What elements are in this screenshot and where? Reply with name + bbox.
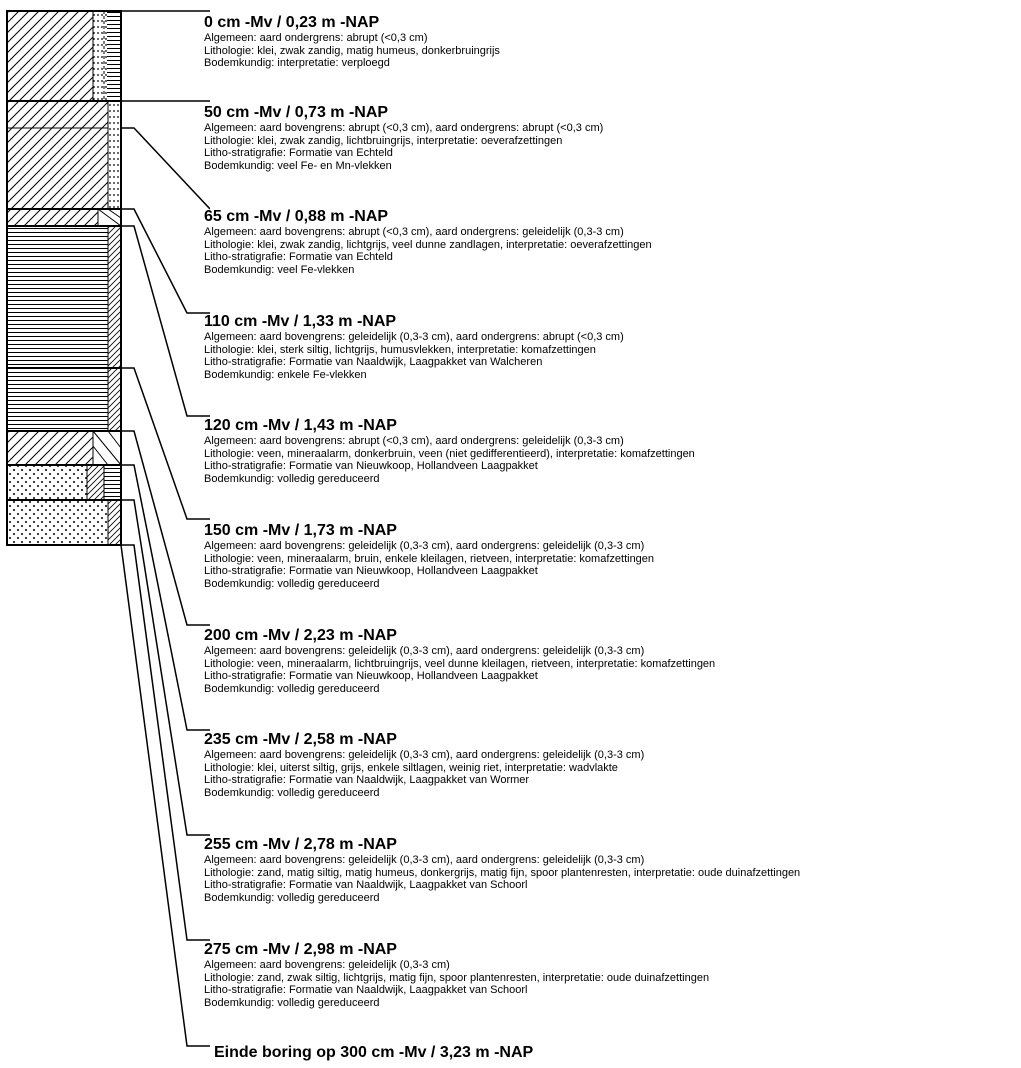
layer-detail-line: Algemeen: aard bovengrens: geleidelijk (… — [204, 959, 450, 971]
leader-120 — [121, 225, 210, 417]
layer-detail-line: Lithologie: veen, mineraalarm, bruin, en… — [204, 552, 655, 565]
side-fill — [108, 368, 121, 431]
layer-depth-heading: 0 cm -Mv / 0,23 m -NAP — [204, 14, 380, 31]
layer-depth-heading: 200 cm -Mv / 2,23 m -NAP — [204, 627, 397, 644]
layer-detail-line: Lithologie: klei, zwak zandig, lichtbrui… — [204, 134, 563, 147]
layer-110-cells — [7, 226, 121, 368]
layer-detail-line: Lithologie: veen, mineraalarm, lichtbrui… — [204, 657, 716, 670]
layer-detail-line: Lithologie: zand, zwak siltig, lichtgrij… — [204, 971, 710, 984]
main-fill — [7, 101, 108, 209]
leader-275 — [121, 544, 210, 941]
layer-detail-line: Lithologie: veen, mineraalarm, donkerbru… — [204, 447, 695, 460]
end-of-boring-label: Einde boring op 300 cm -Mv / 3,23 m -NAP — [214, 1044, 534, 1061]
leader-lines — [120, 10, 210, 1047]
layer-depth-heading: 255 cm -Mv / 2,78 m -NAP — [204, 836, 397, 853]
main-fill — [7, 500, 108, 545]
layer-detail-line: Litho-stratigrafie: Formatie van Naaldwi… — [204, 774, 530, 786]
layer-depth-heading: 235 cm -Mv / 2,58 m -NAP — [204, 731, 397, 748]
layer-detail-line: Algemeen: aard bovengrens: abrupt (<0,3 … — [204, 435, 624, 447]
layer-detail-line: Bodemkundig: veel Fe-vlekken — [204, 263, 355, 276]
layer-description: 0 cm -Mv / 0,23 m -NAP Algemeen: aard on… — [204, 14, 1019, 70]
layer-detail-line: Bodemkundig: interpretatie: verploegd — [204, 57, 390, 69]
column-outline — [6, 10, 122, 546]
layer-description: 50 cm -Mv / 0,73 m -NAP Algemeen: aard b… — [204, 104, 1019, 172]
layer-depth-heading: 65 cm -Mv / 0,88 m -NAP — [204, 208, 389, 225]
layer-detail-line: Lithologie: klei, zwak zandig, lichtgrij… — [204, 238, 652, 251]
layer-detail-line: Algemeen: aard ondergrens: abrupt (<0,3 … — [204, 32, 428, 44]
layer-detail-line: Litho-stratigrafie: Formatie van Nieuwko… — [204, 460, 538, 472]
layer-detail-line: Bodemkundig: volledig gereduceerd — [204, 472, 380, 485]
main-fill — [7, 11, 93, 101]
layer-detail-line: Algemeen: aard bovengrens: abrupt (<0,3 … — [204, 122, 604, 134]
mid-fill — [87, 465, 104, 500]
leader-110 — [121, 208, 210, 314]
leader-65 — [121, 127, 210, 210]
layer-detail-line: Lithologie: zand, matig siltig, matig hu… — [204, 866, 801, 879]
layer-235-cells — [7, 500, 121, 545]
layer-description: 275 cm -Mv / 2,98 m -NAP Algemeen: aard … — [204, 941, 1019, 1009]
layer-50-cells — [7, 101, 121, 209]
right-fill — [104, 465, 121, 500]
layer-description: 120 cm -Mv / 1,43 m -NAP Algemeen: aard … — [204, 417, 1019, 485]
layer-65-cells — [7, 208, 122, 227]
layer-detail-line: Algemeen: aard bovengrens: geleidelijk (… — [204, 540, 645, 552]
mid-fill — [93, 11, 107, 101]
layer-detail-line: Litho-stratigrafie: Formatie van Naaldwi… — [204, 879, 528, 891]
layer-depth-heading: 110 cm -Mv / 1,33 m -NAP — [204, 313, 397, 330]
layer-detail-line: Bodemkundig: volledig gereduceerd — [204, 891, 380, 904]
layer-detail-line: Algemeen: aard bovengrens: geleidelijk (… — [204, 749, 645, 761]
right-fill — [107, 11, 121, 101]
main-fill — [7, 465, 87, 500]
side-fill — [108, 226, 121, 368]
layer-depth-heading: 50 cm -Mv / 0,73 m -NAP — [204, 104, 389, 121]
main-fill — [7, 226, 108, 368]
layer-detail-line: Litho-stratigrafie: Formatie van Nieuwko… — [204, 670, 538, 682]
layer-detail-line: Bodemkundig: volledig gereduceerd — [204, 996, 380, 1009]
leader-255 — [121, 499, 210, 836]
layer-detail-line: Bodemkundig: volledig gereduceerd — [204, 682, 380, 695]
layer-detail-line: Litho-stratigrafie: Formatie van Naaldwi… — [204, 356, 543, 368]
layer-description: 110 cm -Mv / 1,33 m -NAP Algemeen: aard … — [204, 313, 1019, 381]
layer-150-cells — [7, 430, 122, 466]
layer-detail-line: Algemeen: aard bovengrens: geleidelijk (… — [204, 331, 624, 343]
boring-column — [6, 10, 210, 1047]
layer-detail-line: Bodemkundig: veel Fe- en Mn-vlekken — [204, 159, 392, 172]
main-fill — [7, 209, 98, 226]
layer-detail-line: Algemeen: aard bovengrens: abrupt (<0,3 … — [204, 226, 624, 238]
layer-depth-heading: 120 cm -Mv / 1,43 m -NAP — [204, 417, 397, 434]
layer-200-cells — [7, 465, 121, 500]
layer-detail-line: Litho-stratigrafie: Formatie van Naaldwi… — [204, 984, 528, 996]
layer-0-cells — [7, 11, 121, 101]
layer-120-cells — [7, 368, 121, 431]
side-fill — [108, 101, 121, 209]
layer-detail-line: Bodemkundig: volledig gereduceerd — [204, 577, 380, 590]
leader-end — [120, 544, 210, 1047]
layer-description: 150 cm -Mv / 1,73 m -NAP Algemeen: aard … — [204, 522, 1019, 590]
layer-detail-line: Lithologie: klei, zwak zandig, matig hum… — [204, 44, 500, 57]
layer-detail-line: Litho-stratigrafie: Formatie van Echteld — [204, 251, 393, 263]
layer-description: 255 cm -Mv / 2,78 m -NAP Algemeen: aard … — [204, 836, 1019, 904]
layer-detail-line: Litho-stratigrafie: Formatie van Nieuwko… — [204, 565, 538, 577]
layer-detail-line: Bodemkundig: enkele Fe-vlekken — [204, 368, 367, 381]
layer-description: 235 cm -Mv / 2,58 m -NAP Algemeen: aard … — [204, 731, 1019, 799]
layer-description: 65 cm -Mv / 0,88 m -NAP Algemeen: aard b… — [204, 208, 1019, 276]
layer-detail-line: Algemeen: aard bovengrens: geleidelijk (… — [204, 645, 645, 657]
main-fill — [7, 431, 93, 465]
leader-150 — [121, 367, 210, 520]
layer-detail-line: Lithologie: klei, sterk siltig, lichtgri… — [204, 343, 596, 356]
layer-depth-heading: 275 cm -Mv / 2,98 m -NAP — [204, 941, 397, 958]
layer-detail-line: Litho-stratigrafie: Formatie van Echteld — [204, 147, 393, 159]
main-fill — [7, 368, 108, 431]
layer-detail-line: Bodemkundig: volledig gereduceerd — [204, 786, 380, 799]
layer-detail-line: Algemeen: aard bovengrens: geleidelijk (… — [204, 854, 645, 866]
layer-description: 200 cm -Mv / 2,23 m -NAP Algemeen: aard … — [204, 627, 1019, 695]
leader-200 — [121, 430, 210, 626]
layer-depth-heading: 150 cm -Mv / 1,73 m -NAP — [204, 522, 397, 539]
side-fill — [108, 500, 121, 545]
leader-235 — [121, 464, 210, 731]
layer-detail-line: Lithologie: klei, uiterst siltig, grijs,… — [204, 761, 618, 774]
